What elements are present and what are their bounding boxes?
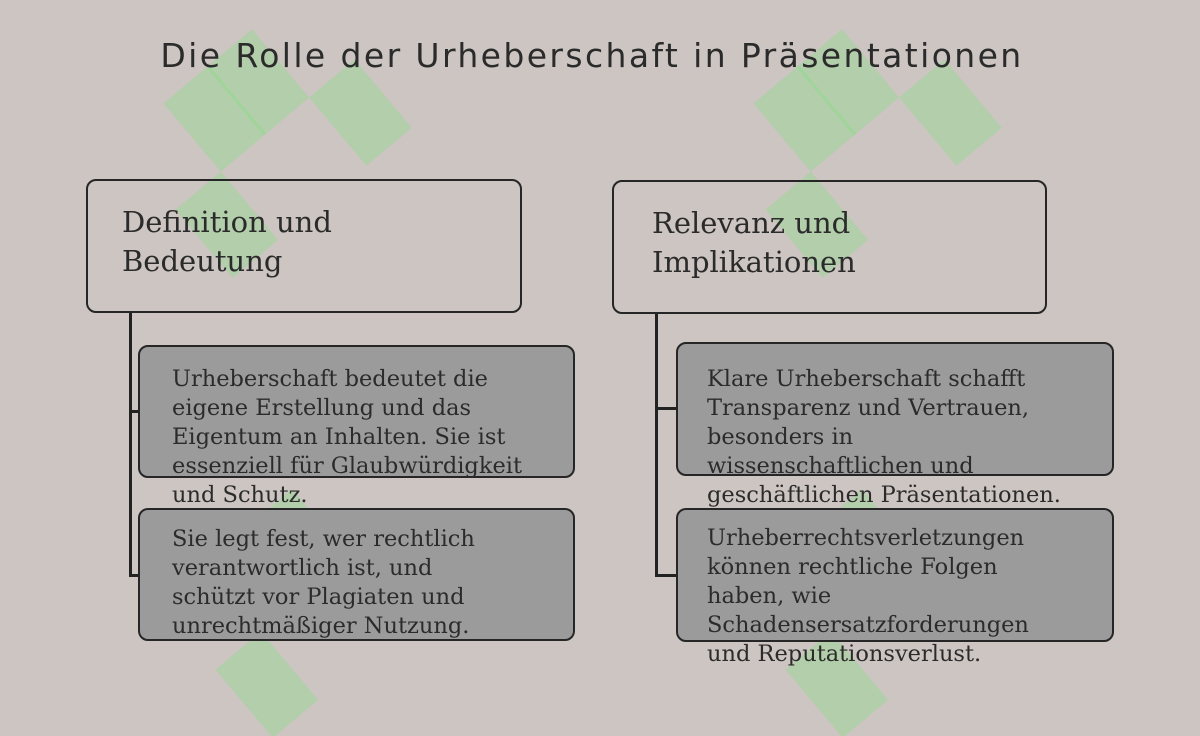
heading-line: Definition und <box>122 205 332 239</box>
connector-branch <box>129 410 139 413</box>
item-box <box>138 345 575 478</box>
connector-branch <box>655 407 677 410</box>
item-text: Sie legt fest, wer rechtlich verantwortl… <box>172 526 475 639</box>
item-text: Urheberrechtsverletzungen können rechtli… <box>707 525 1029 667</box>
heading-line: Relevanz und <box>652 206 851 240</box>
slide-title: Die Rolle der Urheberschaft in Präsentat… <box>160 36 1024 75</box>
connector-vertical <box>129 312 132 576</box>
connector-branch <box>129 574 139 577</box>
heading-line: Bedeutung <box>122 244 283 278</box>
heading-box-relevanz: Relevanz und Implikationen <box>612 180 1047 314</box>
item-box <box>676 508 1114 642</box>
heading-box-definition: Definition und Bedeutung <box>86 179 522 313</box>
item-box <box>676 342 1114 476</box>
heading-line: Implikationen <box>652 245 856 279</box>
connector-vertical <box>655 312 658 576</box>
item-text: Urheberschaft bedeutet die eigene Erstel… <box>172 366 523 508</box>
item-text: Klare Urheberschaft schafft Transparenz … <box>707 366 1061 508</box>
item-box <box>138 508 575 641</box>
connector-branch <box>655 574 677 577</box>
